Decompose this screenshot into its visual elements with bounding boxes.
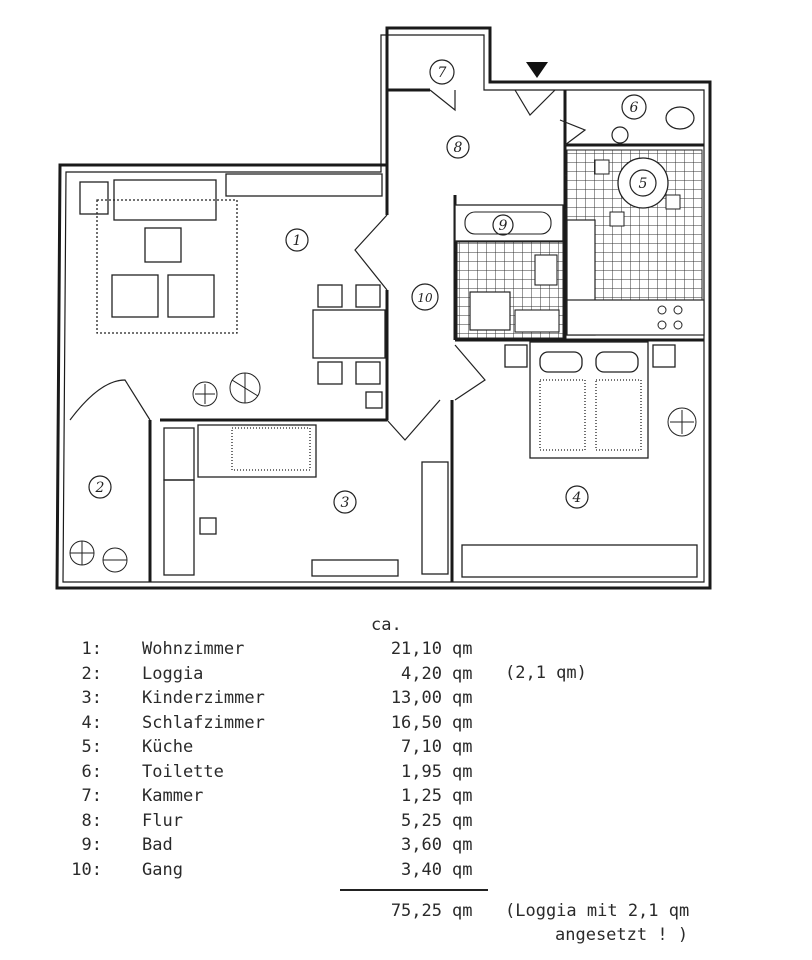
bath-sink [534,254,558,286]
room-name: Küche [142,737,194,757]
room-label-7: 7 [438,65,447,81]
room-label-9: 9 [499,218,508,234]
toilet-bowl [665,106,695,130]
room-area: 3,60 [401,835,442,855]
room-number: 9: [81,835,102,855]
room-name: Flur [142,810,183,831]
room-area: 4,20 [401,663,442,684]
room-name: Kammer [142,786,204,806]
door-bed [454,344,486,401]
room-number: 1: [81,639,102,659]
room-unit: qm [452,859,473,880]
room-label-6: 6 [630,100,639,116]
room-name: Kinderzimmer [142,688,265,708]
ca-label: ca. [371,615,402,635]
kinder-furniture [163,424,449,577]
room-unit: qm [452,835,473,855]
room-area: 3,40 [401,859,442,880]
total-note-line1: (Loggia mit 2,1 qm [505,901,690,921]
room-unit: qm [452,737,473,757]
bathtub [454,204,564,242]
plant-icon [192,372,261,407]
room-area: 21,10 [390,639,442,659]
room-name: Gang [142,859,183,880]
room-area: 1,25 [401,786,442,806]
room-area: 16,50 [390,712,442,733]
room-number: 4: [81,712,102,733]
room-unit: qm [452,810,473,831]
room-unit: qm [452,663,473,684]
room-label-10: 10 [417,291,433,305]
kitchen-table [617,157,669,209]
room-area: 1,95 [401,761,442,782]
room-label-4: 4 [572,490,582,506]
total-note-line2: angesetzt ! ) [555,925,689,945]
room-number: 10: [71,859,102,880]
door-toilet [559,119,587,146]
bath-cabinet [469,291,511,331]
door-entry [514,89,556,116]
room-number: 6: [81,761,102,782]
inner-outline [62,34,705,583]
room-number: 8: [81,810,102,831]
floor-plan: 1 2 3 4 5 6 7 8 9 10 [55,26,712,590]
outer-wall [55,26,712,590]
room-unit: qm [452,688,473,708]
room-label-8: 8 [454,140,463,156]
room-unit: qm [452,761,473,782]
total-unit: qm [452,901,473,921]
total-divider [340,889,488,891]
room-unit: qm [452,639,473,659]
room-name: Schlafzimmer [142,712,265,733]
room-area: 7,10 [401,737,442,757]
room-label-1: 1 [293,233,302,249]
room-name: Loggia [142,663,204,684]
room-number: 2: [81,663,102,684]
door-living [354,214,388,291]
room-name: Wohnzimmer [142,639,245,659]
bath-washer [514,309,560,333]
loggia-door [69,379,151,421]
room-label-2: 2 [95,480,105,496]
bedroom-plant-icon [667,407,697,437]
room-area: 5,25 [401,810,442,831]
entrance-arrow-icon [526,62,548,78]
room-unit: qm [452,786,473,806]
bedroom-furniture [461,341,698,578]
door-kinder [386,399,441,441]
room-unit: qm [452,712,473,733]
loggia-plant-icon [69,540,128,573]
room-number: 7: [81,786,102,806]
room-label-5: 5 [639,176,648,192]
loggia-note: (2,1 qm) [505,663,587,683]
total-area: 75,25 [390,901,442,921]
room-name: Toilette [142,761,224,782]
door-8 [429,89,456,112]
room-name: Bad [142,835,173,855]
room-number: 5: [81,737,102,757]
room-label-3: 3 [341,495,350,511]
room-area: 13,00 [390,688,442,708]
living-furniture [79,173,386,409]
room-number: 3: [81,688,102,708]
